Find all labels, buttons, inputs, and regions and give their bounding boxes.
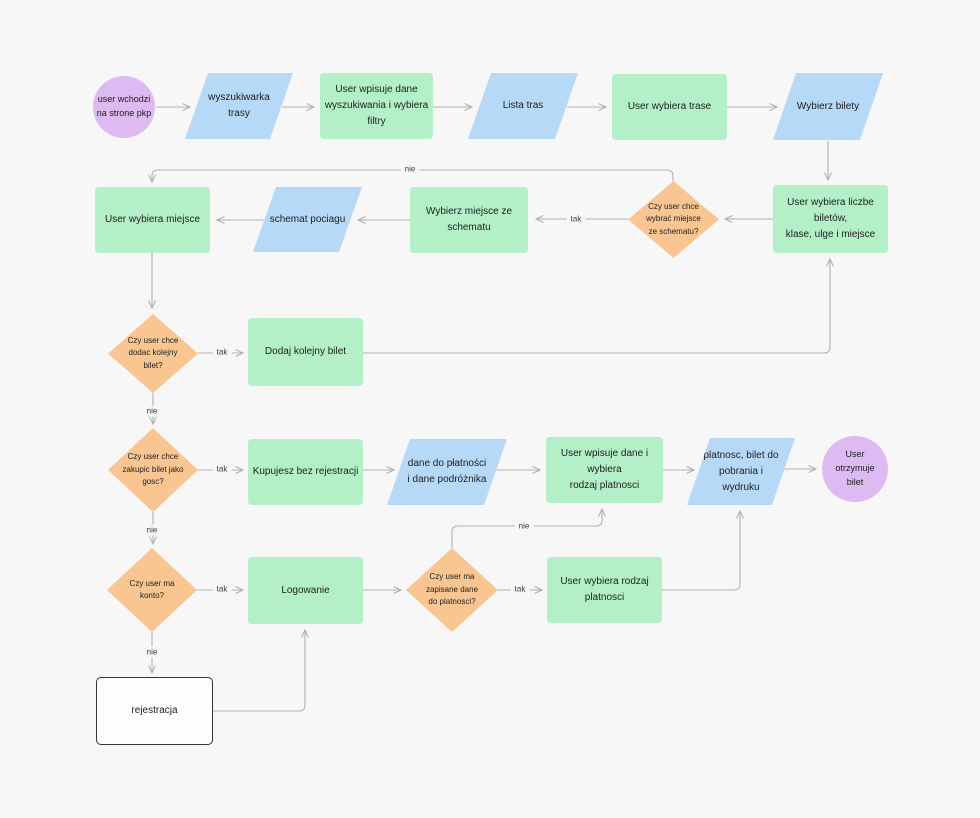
node-register: rejestracja bbox=[96, 677, 213, 745]
node-buy-no-reg: Kupujesz bez rejestracji bbox=[248, 439, 363, 505]
node-end: User otrzymuje bilet bbox=[822, 436, 888, 502]
edge-label-nie-schema: nie bbox=[400, 163, 420, 175]
node-payment-data: dane do płatności i dane podróżnika bbox=[387, 439, 507, 505]
node-choose-route: User wybiera trase bbox=[612, 74, 727, 140]
edge-label-tak-another: tak bbox=[212, 346, 232, 358]
edge-register-to-login bbox=[213, 630, 305, 712]
edge-choosepayment-to-paymentoutput bbox=[662, 511, 740, 591]
node-choose-seat: User wybiera miejsce bbox=[95, 187, 210, 253]
edge-label-tak-saved: tak bbox=[510, 583, 530, 595]
edge-label-tak-account: tak bbox=[212, 583, 232, 595]
edge-label-tak-schema: tak bbox=[566, 213, 586, 225]
edge-label-nie-saved: nie bbox=[514, 520, 534, 532]
edge-label-nie-another: nie bbox=[142, 405, 162, 417]
node-add-ticket: Dodaj kolejny bilet bbox=[248, 318, 363, 386]
node-choose-seat-schema: Wybierz miejsce ze schematu bbox=[410, 187, 528, 253]
node-enter-payment: User wpisuje dane i wybiera rodzaj platn… bbox=[546, 437, 663, 503]
edge-label-nie-account: nie bbox=[142, 646, 162, 658]
node-login: Logowanie bbox=[248, 557, 363, 624]
edge-addticket-to-choosecount bbox=[363, 259, 830, 354]
node-choose-payment: User wybiera rodzaj platnosci bbox=[547, 557, 662, 623]
edge-label-tak-guest: tak bbox=[212, 463, 232, 475]
node-enter-search: User wpisuje dane wyszukiwania i wybiera… bbox=[320, 73, 433, 139]
node-choose-count: User wybiera liczbe biletów, klase, ulge… bbox=[773, 185, 888, 253]
node-start: user wchodzi na strone pkp bbox=[93, 76, 155, 138]
edge-label-nie-guest: nie bbox=[142, 524, 162, 536]
